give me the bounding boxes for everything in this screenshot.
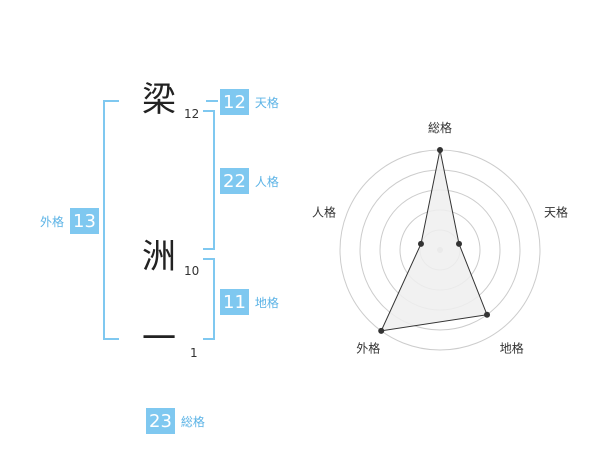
jinkaku-label: 人格 — [254, 174, 279, 189]
radar-point-2 — [484, 311, 491, 318]
gaikaku-value: 13 — [70, 208, 99, 234]
soukaku-label: 総格 — [180, 414, 205, 429]
jinkaku-value: 22 — [220, 168, 249, 194]
radar-axis-label-4: 人格 — [312, 204, 336, 219]
radar-axis-label-0: 総格 — [428, 120, 452, 135]
jinkaku-bracket — [203, 110, 215, 250]
chikaku-value: 11 — [220, 289, 249, 315]
chikaku-bracket — [203, 258, 215, 340]
jinkaku-badge: 22 人格 — [220, 168, 279, 194]
soukaku-value: 23 — [146, 408, 175, 434]
tenkaku-connector — [206, 100, 218, 102]
stroke-count-1: 12 — [184, 107, 200, 121]
tenkaku-badge: 12 天格 — [220, 89, 279, 115]
stroke-count-3: 1 — [190, 346, 198, 360]
radar-axis-label-1: 天格 — [544, 204, 568, 219]
radar-point-3 — [378, 327, 385, 334]
name-char-3: 一 — [142, 319, 176, 359]
soukaku-badge: 23 総格 — [146, 408, 205, 434]
radar-axis-label-2: 地格 — [500, 341, 524, 356]
tenkaku-label: 天格 — [254, 95, 279, 110]
name-char-2: 洲 — [142, 237, 176, 277]
gaikaku-bracket — [103, 100, 119, 340]
tenkaku-value: 12 — [220, 89, 249, 115]
chikaku-badge: 11 地格 — [220, 289, 279, 315]
radar-axis-label-3: 外格 — [356, 341, 380, 356]
radar-point-4 — [417, 240, 424, 247]
chikaku-label: 地格 — [254, 295, 279, 310]
gaikaku-badge: 外格 13 — [40, 208, 99, 234]
radar-area — [380, 149, 488, 332]
gaikaku-label: 外格 — [40, 214, 65, 229]
name-char-1: 梁 — [142, 80, 176, 120]
stroke-count-2: 10 — [184, 264, 200, 278]
radar-point-1 — [456, 240, 463, 247]
radar-point-0 — [437, 147, 443, 153]
